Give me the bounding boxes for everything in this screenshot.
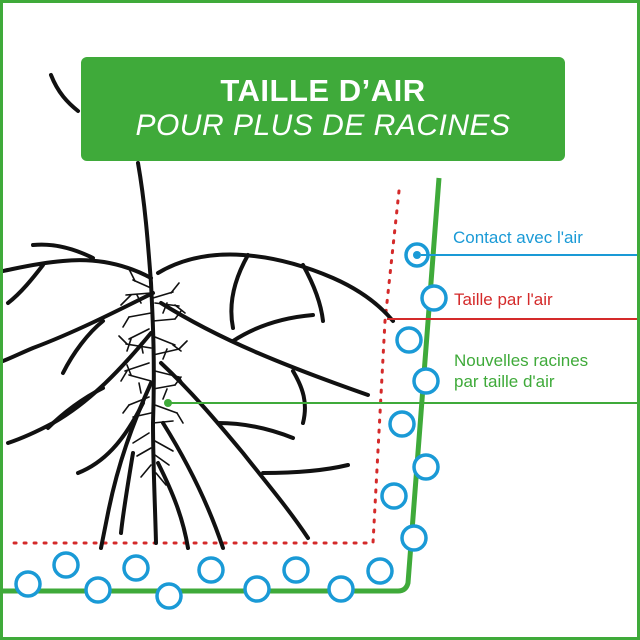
air-pocket bbox=[412, 367, 440, 395]
pot-wall bbox=[3, 177, 442, 594]
air-pocket bbox=[366, 557, 394, 585]
air-pocket bbox=[412, 453, 440, 481]
air-pocket bbox=[327, 575, 355, 603]
air-pocket bbox=[197, 556, 225, 584]
new-roots-label-line-2: par taille d'air bbox=[454, 372, 555, 391]
air-pocket bbox=[122, 554, 150, 582]
air-pocket bbox=[395, 326, 423, 354]
root-diagram bbox=[3, 73, 637, 610]
air-pockets bbox=[14, 242, 448, 610]
air-pocket-marker-dot bbox=[413, 251, 421, 259]
air-pocket bbox=[52, 551, 80, 579]
root-system bbox=[3, 73, 395, 550]
air-pocket bbox=[380, 482, 408, 510]
air-pocket bbox=[420, 284, 448, 312]
pruning-boundary bbox=[11, 189, 401, 545]
new-roots-marker-dot bbox=[164, 399, 172, 407]
title-line-2: POUR PLUS DE RACINES bbox=[135, 109, 511, 142]
air-pocket bbox=[14, 570, 42, 598]
air-pocket bbox=[243, 575, 271, 603]
air-pocket bbox=[84, 576, 112, 604]
air-pocket bbox=[155, 582, 183, 610]
fine-roots bbox=[118, 268, 188, 486]
air-pocket bbox=[388, 410, 416, 438]
title-line-1: TAILLE D’AIR bbox=[220, 73, 426, 108]
air-contact-label: Contact avec l'air bbox=[453, 228, 583, 247]
air-pocket bbox=[282, 556, 310, 584]
new-roots-label: Nouvelles racines par taille d'air bbox=[454, 350, 588, 392]
new-roots-label-line-1: Nouvelles racines bbox=[454, 351, 589, 370]
title-banner: TAILLE D’AIR POUR PLUS DE RACINES bbox=[81, 57, 565, 161]
air-pocket bbox=[400, 524, 428, 552]
air-pruning-label: Taille par l'air bbox=[454, 290, 553, 309]
